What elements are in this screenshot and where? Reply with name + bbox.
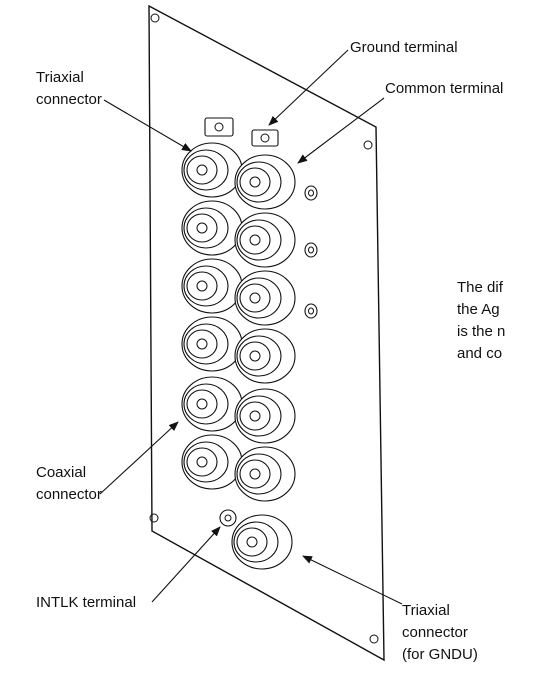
ground-terminal <box>204 117 279 147</box>
triaxial-connector <box>181 258 243 314</box>
side-text-line-3: is the n <box>457 323 505 340</box>
triaxial-connector-gndu <box>231 514 293 570</box>
intlk-terminal <box>219 509 237 527</box>
label-coaxial-2: connector <box>36 486 102 503</box>
triaxial-connector <box>234 270 296 326</box>
triaxial-connector <box>234 154 296 210</box>
triaxial-connector <box>181 142 243 198</box>
leader-triaxial-top <box>103 99 192 152</box>
connector-column-right <box>231 154 296 570</box>
hex-nut-group <box>304 185 318 319</box>
label-common-terminal: Common terminal <box>385 80 503 97</box>
leader-intlk <box>151 526 221 603</box>
triaxial-connector <box>181 376 243 432</box>
label-triaxial-bottom-3: (for GNDU) <box>402 646 478 663</box>
side-text-line-2: the Ag <box>457 301 500 318</box>
label-triaxial-bottom-2: connector <box>402 624 468 641</box>
triaxial-connector <box>234 388 296 444</box>
leader-triaxial-gndu <box>302 555 403 605</box>
side-text-line-1: The dif <box>457 279 504 296</box>
label-triaxial-bottom-1: Triaxial <box>402 602 450 619</box>
label-coaxial-1: Coaxial <box>36 464 86 481</box>
triaxial-connector <box>181 200 243 256</box>
label-intlk-terminal: INTLK terminal <box>36 594 136 611</box>
triaxial-connector <box>234 212 296 268</box>
connector-column-left <box>181 142 243 490</box>
leader-coaxial <box>99 421 179 495</box>
label-triaxial-top-2: connector <box>36 91 102 108</box>
label-ground-terminal: Ground terminal <box>350 39 458 56</box>
leader-common-terminal <box>297 97 385 164</box>
leader-lines <box>99 49 403 605</box>
leader-ground-terminal <box>268 49 349 126</box>
triaxial-connector <box>234 328 296 384</box>
coaxial-connector <box>181 434 243 490</box>
side-text-line-4: and co <box>457 345 502 362</box>
label-triaxial-top-1: Triaxial <box>36 69 84 86</box>
triaxial-connector <box>234 446 296 502</box>
triaxial-connector <box>181 316 243 372</box>
